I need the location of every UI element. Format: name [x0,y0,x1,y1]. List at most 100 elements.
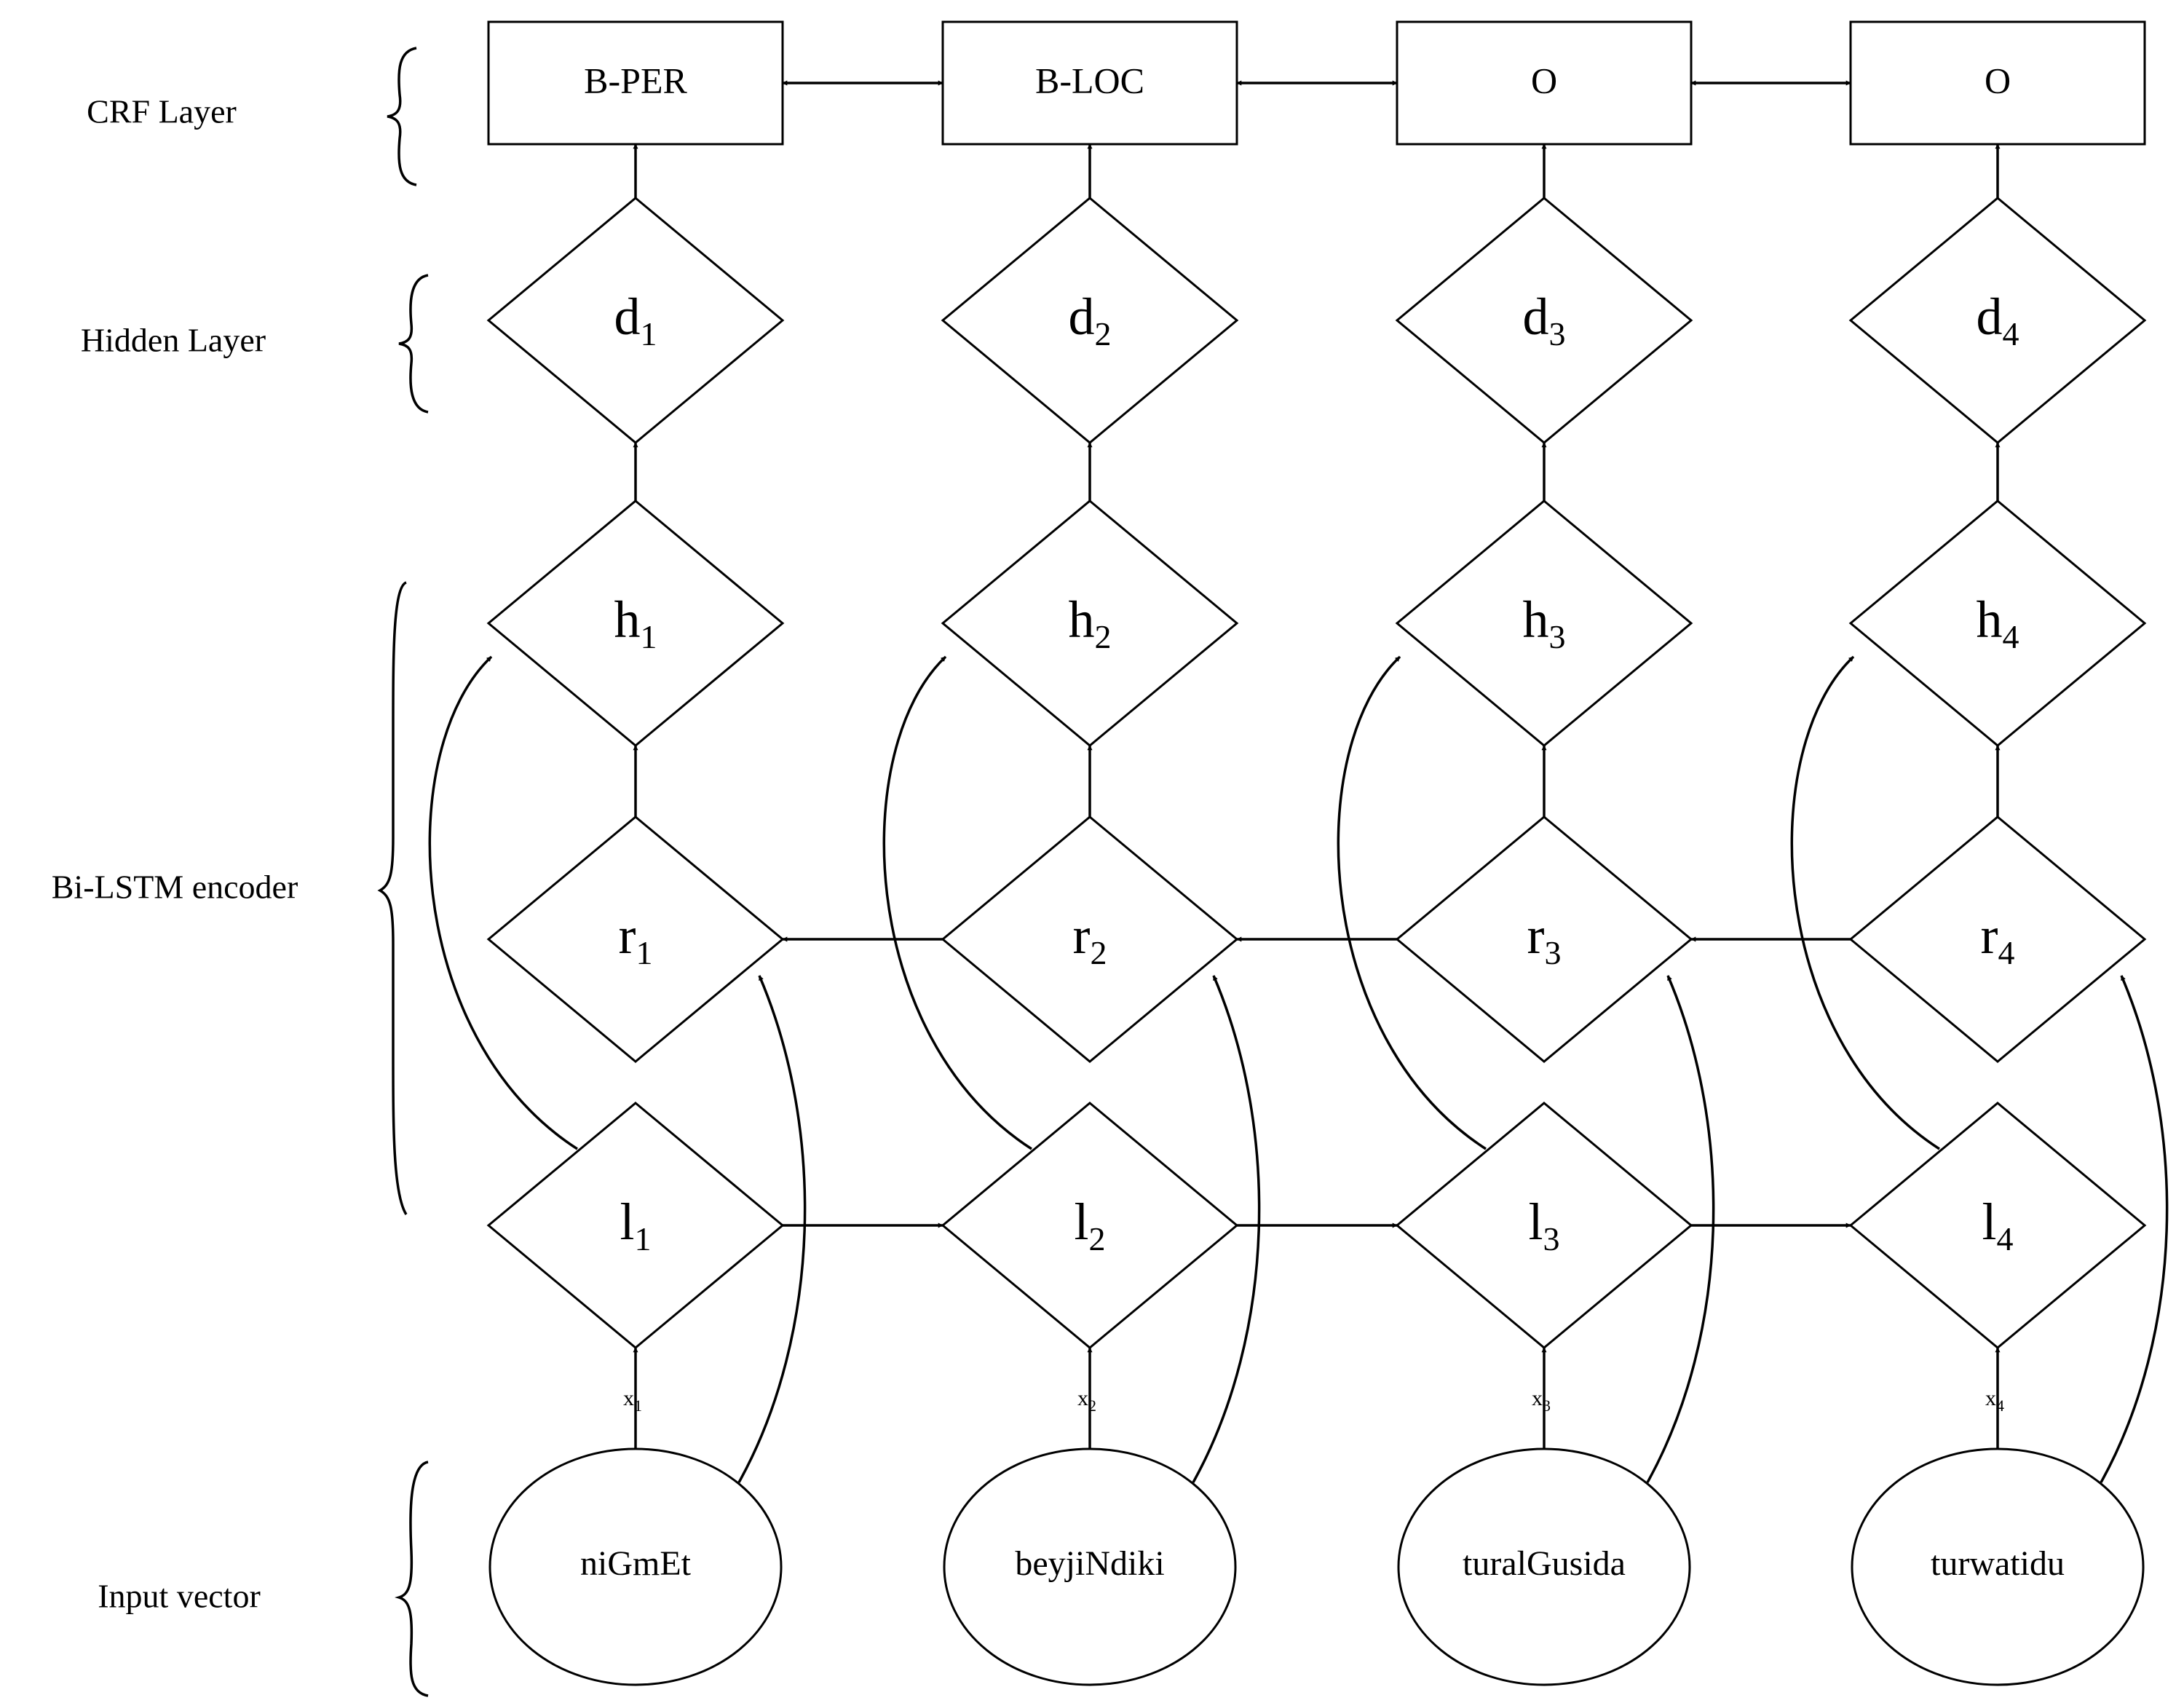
bilstm-output-node-label-1-base: h [614,590,641,649]
bilstm-output-node-4 [1848,499,2147,747]
bilstm-output-node-label-4: h4 [1977,590,2019,655]
crf-tag-box-3 [1396,20,1693,146]
crf-tag-box-2 [941,20,1238,146]
forward-lstm-node-label-3-base: l [1528,1193,1543,1251]
bilstm-output-node-3 [1395,499,1693,747]
forward-lstm-node-2 [941,1102,1239,1349]
hidden-node-1 [486,197,785,444]
hidden-node-label-1: d1 [614,288,657,352]
bilstm-output-node-label-3-base: h [1523,590,1549,649]
input-symbol-label-3: x3 [1532,1386,1551,1415]
backward-lstm-node-label-1-base: r [619,906,636,965]
input-symbol-label-2-subscript: 2 [1088,1396,1096,1415]
hidden-node-label-2-base: d [1069,288,1095,346]
bilstm-output-node-label-3: h3 [1523,590,1566,655]
backward-lstm-node-label-4: r4 [1981,906,2015,971]
curve-input-to-r-1 [737,975,807,1483]
forward-lstm-node-label-1-base: l [620,1193,634,1251]
backward-lstm-node-label-2-subscript: 2 [1090,934,1107,971]
input-word-node-3 [1397,1447,1691,1686]
crf-tag-box-4 [1849,20,2146,146]
hidden-node-label-2-subscript: 2 [1095,315,1112,352]
curve-l-to-h-1 [428,655,578,1150]
hidden-node-label-4: d4 [1977,288,2019,352]
input-symbol-label-1: x1 [623,1386,642,1415]
curve-l-to-h-4 [1790,655,1940,1150]
input-word-label-3: turalGusida [1463,1544,1626,1583]
backward-lstm-node-label-1: r1 [619,906,653,971]
bilstm-output-node-label-4-base: h [1977,590,2003,649]
crf-tag-label-3: O [1531,60,1557,100]
input-word-label-4: turwatidu [1931,1544,2065,1583]
crf-tag-box-1 [487,20,784,146]
input-symbol-label-4-base: x [1985,1386,1996,1410]
bilstm-output-node-label-3-subscript: 3 [1549,618,1566,655]
input-symbol-label-4-subscript: 4 [1996,1396,2004,1415]
backward-lstm-node-label-4-subscript: 4 [1998,934,2014,971]
input-symbol-label-3-subscript: 3 [1543,1396,1551,1415]
backward-lstm-node-1 [486,815,785,1063]
backward-lstm-node-label-1-subscript: 1 [636,934,652,971]
input-symbol-label-2: x2 [1077,1386,1096,1415]
forward-lstm-node-label-4: l4 [1982,1193,2013,1257]
hidden-node-label-3: d3 [1523,288,1566,352]
forward-lstm-node-label-4-subscript: 4 [1997,1220,2014,1257]
input-symbol-label-2-base: x [1077,1386,1088,1410]
input-symbol-label-4: x4 [1985,1386,2004,1415]
crf-layer-brace [387,47,417,186]
forward-lstm-node-1 [486,1102,785,1349]
hidden-node-4 [1848,197,2147,444]
hidden-node-label-1-base: d [614,288,641,346]
curve-l-to-h-3 [1337,655,1487,1150]
bilstm-output-node-label-2-subscript: 2 [1095,618,1112,655]
backward-lstm-node-label-3-subscript: 3 [1544,934,1561,971]
crf-tag-label-4: O [1985,60,2011,100]
forward-lstm-node-label-2: l2 [1074,1193,1105,1257]
forward-lstm-node-label-4-base: l [1982,1193,1996,1251]
backward-lstm-node-label-3-base: r [1527,906,1545,965]
hidden-node-2 [941,197,1239,444]
backward-lstm-node-label-2-base: r [1073,906,1091,965]
bilstm-output-node-1 [486,499,785,747]
forward-lstm-node-3 [1395,1102,1693,1349]
curve-input-to-r-4 [2100,975,2169,1483]
forward-lstm-node-label-2-subscript: 2 [1089,1220,1106,1257]
hidden-node-3 [1395,197,1693,444]
forward-lstm-node-4 [1848,1102,2147,1349]
bilstm-output-node-label-1: h1 [614,590,657,655]
hidden-node-label-1-subscript: 1 [641,315,657,352]
hidden-node-label-3-subscript: 3 [1549,315,1566,352]
input-word-node-4 [1851,1447,2145,1686]
bilstm-output-node-2 [941,499,1239,747]
backward-lstm-node-label-3: r3 [1527,906,1562,971]
layer-label-hidden: Hidden Layer [81,322,266,359]
hidden-layer-brace [398,274,429,414]
layer-label-crf: CRF Layer [87,93,237,130]
input-word-label-2: beyjiNdiki [1015,1544,1164,1583]
crf-layer: B-PER B-LOC O O [487,20,2146,146]
forward-lstm-node-label-2-base: l [1074,1193,1088,1251]
input-symbol-label-1-base: x [623,1386,634,1410]
hidden-node-label-4-subscript: 4 [2003,315,2019,352]
input-symbol-label-1-subscript: 1 [634,1396,642,1415]
forward-lstm-node-label-1-subscript: 1 [635,1220,652,1257]
crf-tag-label-1: B-PER [584,60,687,100]
bilstm-encoder-brace [377,581,408,1215]
crf-tag-label-2: B-LOC [1035,60,1144,100]
input-layer-brace [395,1461,429,1697]
backward-lstm-node-4 [1848,815,2147,1063]
curve-l-to-h-2 [882,655,1032,1150]
forward-lstm-node-label-1: l1 [620,1193,651,1257]
forward-lstm-node-label-3-subscript: 3 [1543,1220,1560,1257]
connectors [428,80,2169,1483]
layer-label-input: Input vector [98,1578,261,1615]
input-word-node-2 [943,1447,1237,1686]
bilstm-output-node-label-1-subscript: 1 [641,618,657,655]
bilstm-output-node-label-2: h2 [1069,590,1112,655]
curve-input-to-r-3 [1646,975,1715,1483]
